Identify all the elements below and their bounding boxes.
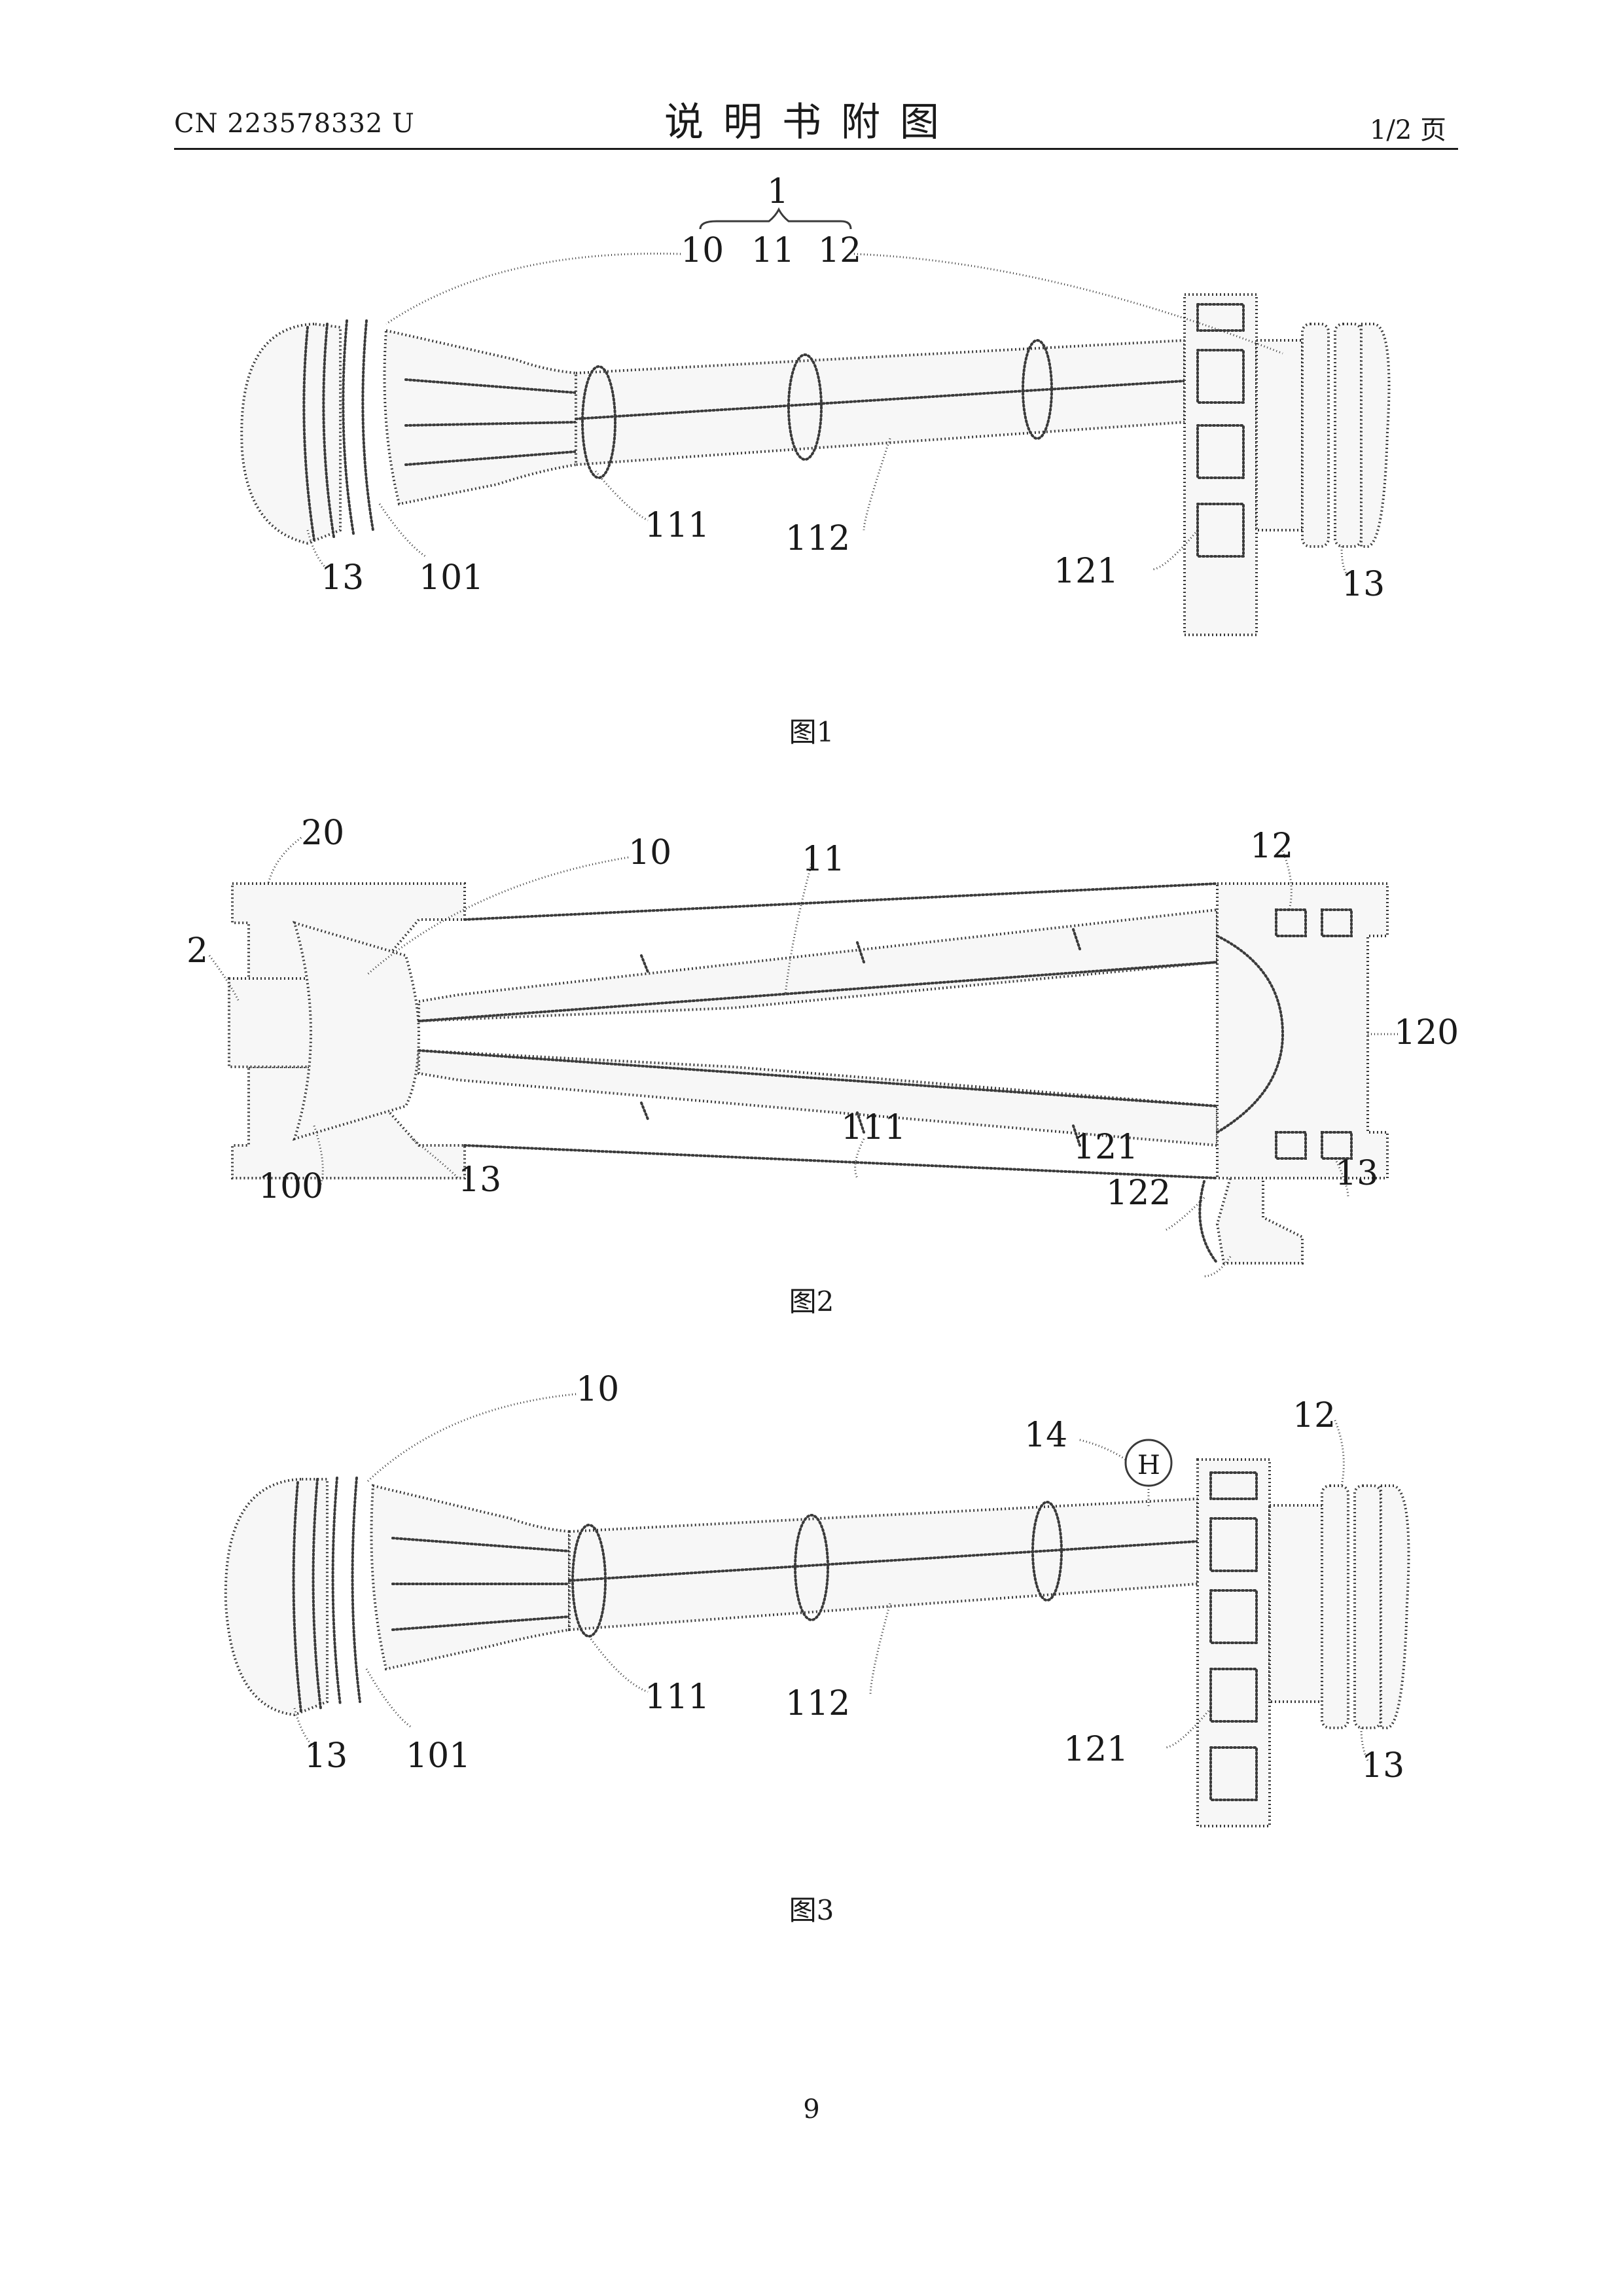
fig2-latch-hook	[1200, 1181, 1217, 1263]
fig1-right-neck	[1257, 340, 1302, 530]
page-number: 9	[0, 2094, 1623, 2125]
fig2-right-body	[1217, 884, 1387, 1178]
fig1-right-ring-2	[1335, 324, 1361, 547]
fig2-label-12: 12	[1250, 827, 1293, 866]
fig1-label-10: 10	[681, 231, 724, 270]
fig3-leader-112	[870, 1604, 890, 1695]
fig3-label-H: H	[1137, 1450, 1160, 1480]
page-of-pages: 1/2 页	[1370, 109, 1446, 147]
fig3-leader-14	[1080, 1440, 1126, 1460]
fig3-label-111: 111	[645, 1677, 709, 1717]
fig2-label-100: 100	[259, 1167, 323, 1206]
fig2-label-122: 122	[1106, 1174, 1171, 1213]
fig1-flange	[1185, 295, 1257, 635]
fig3-label-14: 14	[1024, 1416, 1067, 1455]
figure-3-caption: 图3	[0, 1888, 1623, 1928]
fig1-label-12: 12	[818, 231, 861, 270]
fig2-label-13-left: 13	[458, 1160, 501, 1200]
figure-1: 1 10 11 12 13 101 111 112 121 13	[0, 164, 1623, 753]
fig1-label-1: 1	[767, 172, 789, 211]
fig3-thread-3	[333, 1478, 340, 1705]
fig2-label-2: 2	[187, 931, 208, 971]
fig3-leader-12	[1335, 1420, 1344, 1486]
fig1-funnel	[385, 331, 577, 504]
fig2-label-13-right: 13	[1335, 1154, 1378, 1193]
fig1-label-121: 121	[1054, 552, 1118, 591]
fig2-label-11: 11	[802, 840, 845, 879]
fig3-funnel	[372, 1486, 570, 1669]
fig1-label-101: 101	[419, 558, 484, 598]
figure-3-drawing: 10 14 H 12 13 101 111 112 121 13	[0, 1368, 1623, 1839]
fig2-label-20: 20	[301, 814, 344, 853]
fig2-cone	[294, 923, 419, 1139]
fig1-label-111: 111	[645, 506, 709, 545]
page-header: CN 223578332 U 说明书附图 1/2 页	[0, 0, 1623, 157]
fig3-thread-4	[353, 1478, 360, 1702]
fig1-label-112: 112	[785, 519, 850, 558]
figure-3: 10 14 H 12 13 101 111 112 121 13	[0, 1368, 1623, 1839]
fig3-tube	[569, 1499, 1198, 1630]
fig1-tube	[576, 340, 1185, 465]
fig3-right-ring-1	[1322, 1486, 1348, 1728]
fig2-rib-1	[641, 956, 648, 972]
fig2-leader-20	[268, 838, 301, 884]
figure-2-caption: 图2	[0, 1280, 1623, 1319]
fig3-label-101: 101	[406, 1736, 471, 1776]
fig3-label-10: 10	[576, 1370, 619, 1409]
fig2-outer-top	[465, 884, 1217, 920]
fig1-label-13-left: 13	[321, 558, 364, 598]
fig3-label-12: 12	[1293, 1396, 1336, 1435]
fig3-leader-101	[366, 1669, 412, 1728]
fig1-brace	[700, 209, 851, 229]
fig2-rib-4	[641, 1103, 648, 1119]
fig2-label-111: 111	[841, 1108, 906, 1147]
fig1-leader-111	[596, 471, 648, 520]
fig1-thread-4	[363, 321, 373, 530]
fig3-right-cap	[1381, 1486, 1409, 1728]
header-rule	[174, 148, 1458, 150]
fig3-leader-10	[366, 1394, 576, 1482]
fig3-right-neck	[1270, 1505, 1322, 1702]
fig3-label-13-left: 13	[304, 1736, 348, 1776]
fig3-leader-111	[589, 1636, 648, 1692]
fig2-latch	[1217, 1178, 1302, 1263]
fig1-right-cap	[1361, 324, 1389, 547]
fig2-label-120: 120	[1394, 1013, 1459, 1052]
fig1-leader-10	[386, 253, 681, 324]
fig3-left-cap	[226, 1479, 327, 1715]
fig3-label-121: 121	[1063, 1730, 1128, 1769]
fig1-thread-3	[343, 321, 353, 533]
page-title: 说明书附图	[628, 90, 995, 147]
fig3-label-112: 112	[785, 1684, 850, 1723]
patent-number: CN 223578332 U	[174, 109, 415, 139]
fig1-leader-101	[380, 504, 425, 556]
fig2-channel-upper	[419, 910, 1217, 1021]
fig2-label-121: 121	[1073, 1128, 1138, 1167]
fig1-right-ring-1	[1302, 324, 1329, 547]
fig3-right-ring-2	[1355, 1486, 1381, 1728]
figure-2-drawing: 20 2 10 11 12 120 100 13 111 121 122 13	[0, 805, 1623, 1211]
fig1-label-11: 11	[751, 231, 794, 270]
fig1-label-13-right: 13	[1342, 565, 1385, 604]
figure-1-caption: 图1	[0, 710, 1623, 750]
fig3-label-13-right: 13	[1361, 1746, 1404, 1785]
figure-1-drawing: 1 10 11 12 13 101 111 112 121 13	[0, 164, 1623, 753]
fig1-leader-112	[864, 439, 890, 530]
fig2-label-10: 10	[628, 833, 671, 872]
figure-2: 20 2 10 11 12 120 100 13 111 121 122 13	[0, 805, 1623, 1211]
